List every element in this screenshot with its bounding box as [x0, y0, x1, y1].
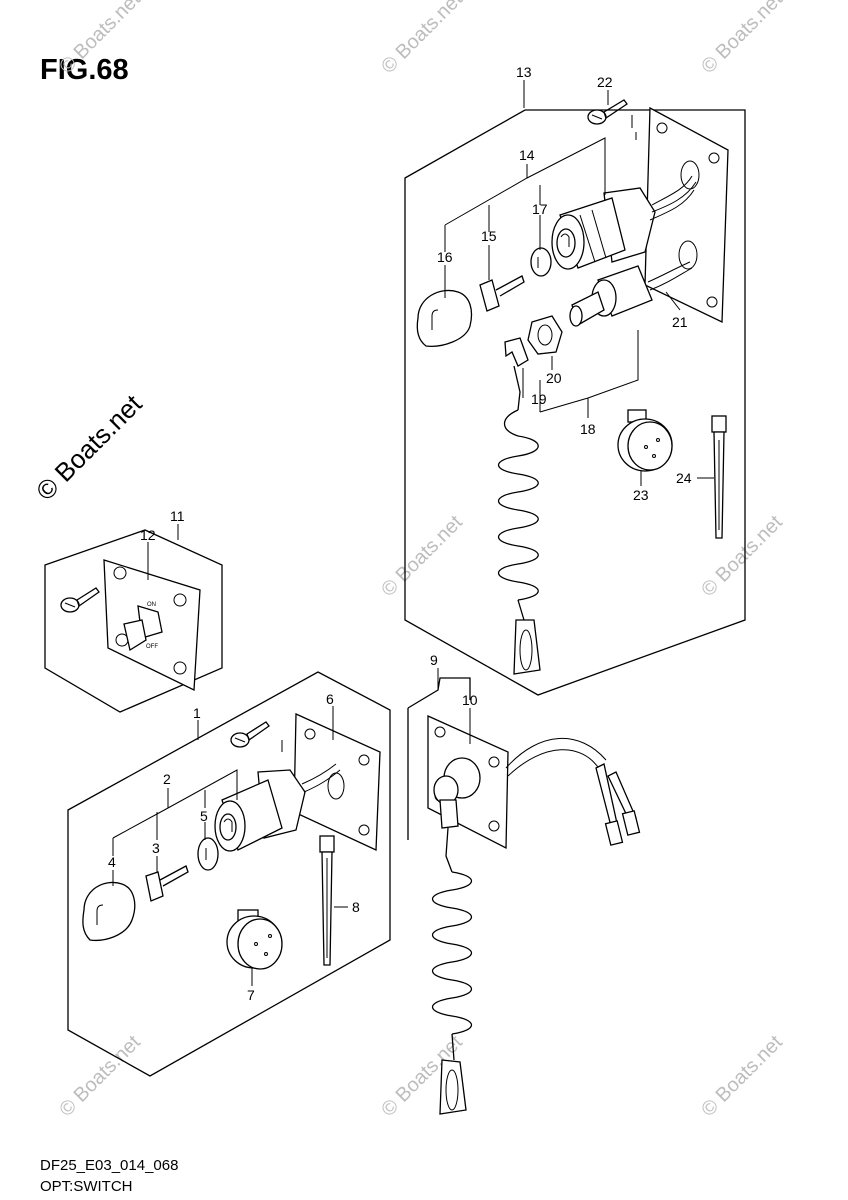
callout-18: 18 [580, 421, 596, 437]
callout-20: 20 [546, 370, 562, 386]
assembly-box-1 [67, 671, 391, 1077]
callout-7: 7 [247, 987, 255, 1003]
leader-lines [112, 80, 714, 986]
callout-labels: 13 22 14 17 15 16 21 20 19 18 24 23 11 1… [108, 64, 692, 1003]
screw-1 [230, 721, 283, 752]
callout-17: 17 [532, 201, 548, 217]
callout-6: 6 [326, 691, 334, 707]
callout-24: 24 [676, 470, 692, 486]
cap-17 [530, 247, 552, 277]
callout-22: 22 [597, 74, 613, 90]
callout-12: 12 [140, 527, 156, 543]
callout-13: 13 [516, 64, 532, 80]
lanyard-coil-top [497, 337, 541, 675]
callout-4: 4 [108, 854, 116, 870]
callout-11: 11 [170, 508, 185, 524]
screw-22 [587, 99, 637, 140]
knob-cover-4 [82, 881, 136, 942]
switch-cap-23 [617, 409, 673, 472]
callout-8: 8 [352, 899, 360, 915]
callout-21: 21 [672, 314, 688, 330]
callout-1: 1 [193, 705, 201, 721]
callout-3: 3 [152, 840, 160, 856]
callout-23: 23 [633, 487, 649, 503]
callout-19: 19 [531, 391, 547, 407]
cable-tie-24 [711, 415, 727, 539]
callout-16: 16 [437, 249, 453, 265]
figure-title: FIG.68 [40, 54, 129, 86]
switch-cap-7 [226, 909, 283, 970]
switch-on-label: ON [147, 602, 156, 608]
nut-20 [527, 315, 563, 355]
callout-10: 10 [462, 692, 478, 708]
assembly-bracket-9 [407, 677, 471, 840]
mounting-plate-21 [644, 106, 729, 324]
assembly-box-13 [404, 109, 746, 696]
ignition-switch-body [551, 175, 697, 270]
callout-5: 5 [200, 808, 208, 824]
key-3 [145, 865, 189, 902]
lanyard-coil-bottom [431, 799, 473, 1115]
cap-5 [197, 837, 219, 871]
screw-11 [60, 587, 100, 613]
callout-14: 14 [519, 147, 535, 163]
kill-switch-body [569, 261, 693, 327]
knob-cover-16 [416, 289, 473, 347]
switch-off-label: OFF [146, 644, 158, 650]
footer-code: DF25_E03_014_068 [40, 1157, 179, 1174]
callout-15: 15 [481, 228, 497, 244]
callout-2: 2 [163, 771, 171, 787]
switch-plate-12: ON OFF [103, 559, 201, 692]
switch-plate-10 [427, 714, 641, 850]
cable-tie-8 [319, 835, 335, 966]
assembly-box-11 [44, 529, 223, 713]
footer-description: OPT:SWITCH [40, 1178, 133, 1195]
callout-9: 9 [430, 652, 438, 668]
key-15 [479, 275, 525, 312]
